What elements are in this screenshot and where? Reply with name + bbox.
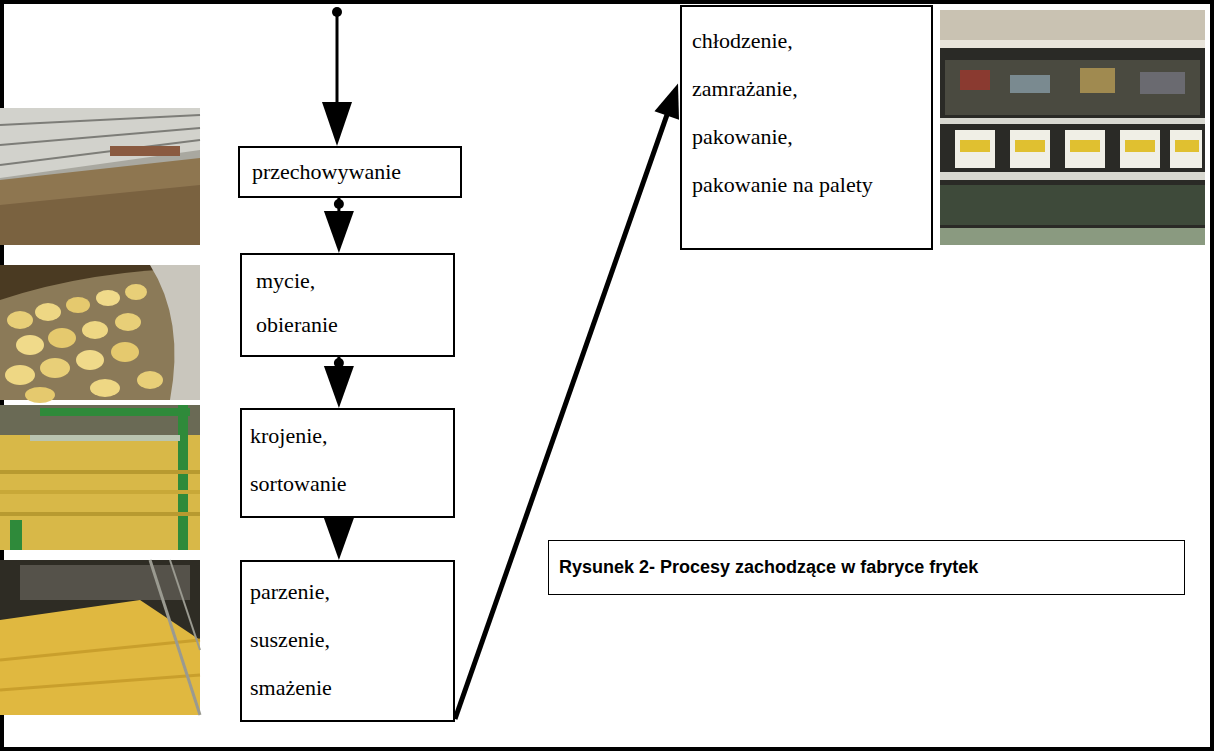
shelf-photo [940,10,1205,245]
shelf-goods [960,70,990,90]
arrow-line [455,114,667,719]
shelf-board [940,172,1205,180]
cutting-photo [0,405,200,550]
potato [35,303,61,321]
product-label [1015,140,1045,152]
process-label: parzenie, suszenie, smażenie [250,568,332,712]
potato [115,313,141,331]
shelf-goods [1010,75,1050,93]
potato [7,311,33,329]
potato [5,365,35,385]
roof-beam [0,128,200,145]
potato [82,321,108,339]
caption-box: Rysunek 2- Procesy zachodzące w fabryce … [548,540,1185,595]
product-label [1125,140,1155,152]
photo-ground [940,10,1205,245]
potato-pile [0,158,200,245]
product-box [1170,130,1202,168]
potato [48,328,76,348]
flow-arrow [324,357,354,408]
arrow-line [336,12,339,104]
hall-wall [110,146,180,156]
shelf-goods [940,185,1205,225]
belt-line [0,675,200,690]
ceiling-light [940,40,1205,48]
shelf-base [940,228,1205,245]
flow-arrow [324,198,354,253]
process-label: chłodzenie, zamrażanie, pakowanie, pakow… [692,17,882,209]
belt-line [0,640,200,660]
potato [111,342,139,362]
frying-photo [0,560,200,715]
machine-top [0,405,200,435]
photo-ground [0,560,200,715]
process-label: mycie, obieranie [256,259,338,347]
process-box: przechowywanie [238,146,462,198]
product-box [1065,130,1105,168]
arrow-dot [334,358,344,368]
potato [76,350,104,370]
arrow-dot [334,519,344,529]
product-label [1070,140,1100,152]
fries-row [0,490,200,494]
product-box [955,130,995,168]
machine-rail [170,560,200,650]
potato-pile [0,185,200,245]
potato [66,297,90,313]
potato [125,284,147,300]
product-label [1175,140,1199,152]
photo-ground [0,405,200,550]
roof-beam [0,140,200,165]
process-box: krojenie, sortowanie [240,408,455,518]
shelf-board [940,118,1205,124]
machine-rail [150,560,200,715]
machine-post [10,520,22,550]
machine-post [178,405,188,550]
arrow-head [324,518,354,560]
fries-row [0,470,200,474]
potato [137,371,163,389]
arrow-head [322,102,352,146]
potato [16,335,44,355]
photo-ground [0,108,200,245]
machine-hood [20,565,190,600]
arrow-head [654,83,679,119]
potato [25,387,55,403]
sorting-rail [30,435,180,441]
incoming-arrow [322,7,352,146]
figure-caption: Rysunek 2- Procesy zachodzące w fabryce … [549,557,978,578]
shelf-goods [1140,72,1185,94]
photo-ground [0,265,200,400]
machine-bar [40,408,190,416]
shelf-goods [945,60,1200,115]
process-box: parzenie, suszenie, smażenie [240,560,455,722]
arrow-head [324,366,354,408]
washing-photo [0,265,200,403]
roof-beam [0,115,200,125]
process-box: mycie, obieranie [240,253,455,357]
ceiling [940,10,1205,40]
flow-arrow [324,518,354,560]
product-box [1120,130,1160,168]
storage-photo [0,108,200,245]
process-label: przechowywanie [252,159,452,185]
fries-row [0,512,200,516]
arrow-head [324,211,354,253]
potato [40,358,70,378]
arrow-dot [334,199,344,209]
potato [96,290,120,306]
product-label [960,140,990,152]
shelf-goods [1080,68,1115,93]
product-box [1010,130,1050,168]
process-box: chłodzenie, zamrażanie, pakowanie, pakow… [680,5,933,250]
process-label: krojenie, sortowanie [250,412,347,508]
potato [90,379,120,397]
flow-arrow [455,83,679,719]
